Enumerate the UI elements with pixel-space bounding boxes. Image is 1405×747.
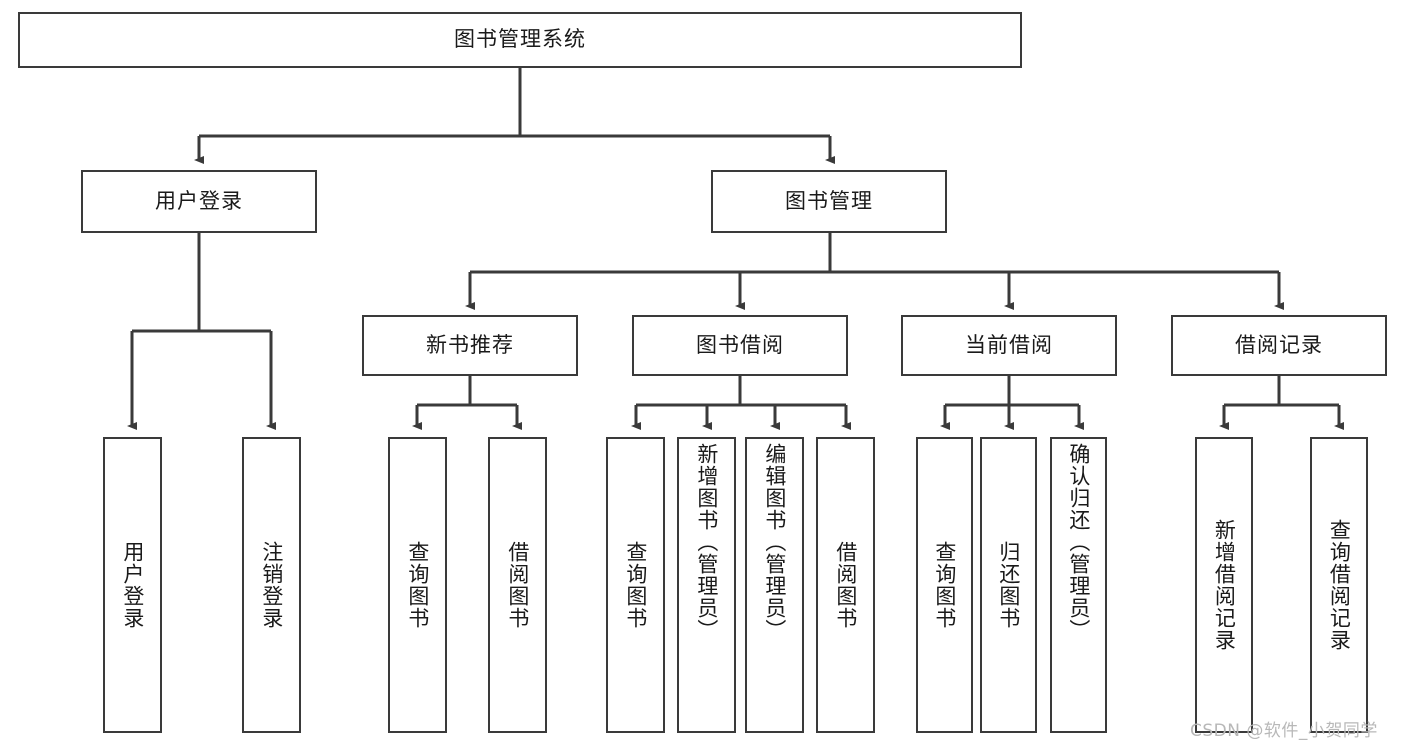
- leaf-return-book[interactable]: 归还图书: [980, 437, 1037, 733]
- node-label: 当前借阅: [965, 332, 1053, 357]
- node-label: 确认归还（管理员）: [1066, 443, 1091, 641]
- node-label: 编辑图书（管理员）: [762, 443, 787, 641]
- node-label: 借阅图书: [833, 541, 858, 629]
- node-label: 图书借阅: [696, 332, 784, 357]
- node-label: 图书管理: [785, 188, 873, 213]
- leaf-logout-login[interactable]: 注销登录: [242, 437, 301, 733]
- leaf-borrow-book[interactable]: 借阅图书: [816, 437, 875, 733]
- node-book-management[interactable]: 图书管理: [711, 170, 947, 233]
- node-book-borrow[interactable]: 图书借阅: [632, 315, 848, 376]
- leaf-add-borrow-record[interactable]: 新增借阅记录: [1195, 437, 1253, 733]
- leaf-add-book-admin[interactable]: 新增图书（管理员）: [677, 437, 736, 733]
- node-label: 用户登录: [155, 188, 243, 213]
- node-current-borrow[interactable]: 当前借阅: [901, 315, 1117, 376]
- leaf-borrow-book-recommend[interactable]: 借阅图书: [488, 437, 547, 733]
- node-label: 新增借阅记录: [1212, 519, 1237, 651]
- node-borrow-record[interactable]: 借阅记录: [1171, 315, 1387, 376]
- node-label: 归还图书: [996, 541, 1021, 629]
- node-label: 查询借阅记录: [1327, 519, 1352, 651]
- node-label: 借阅记录: [1235, 332, 1323, 357]
- node-user-login[interactable]: 用户登录: [81, 170, 317, 233]
- leaf-query-book-recommend[interactable]: 查询图书: [388, 437, 447, 733]
- node-label: 用户登录: [120, 541, 145, 629]
- node-label: 查询图书: [932, 541, 957, 629]
- leaf-user-login[interactable]: 用户登录: [103, 437, 162, 733]
- leaf-query-book-borrow[interactable]: 查询图书: [606, 437, 665, 733]
- node-label: 查询图书: [623, 541, 648, 629]
- node-label: 新书推荐: [426, 332, 514, 357]
- node-label: 借阅图书: [505, 541, 530, 629]
- leaf-edit-book-admin[interactable]: 编辑图书（管理员）: [745, 437, 804, 733]
- node-label: 图书管理系统: [454, 27, 586, 52]
- node-label: 注销登录: [259, 541, 284, 629]
- node-new-book-recommend[interactable]: 新书推荐: [362, 315, 578, 376]
- node-root-book-management-system[interactable]: 图书管理系统: [18, 12, 1022, 68]
- node-label: 查询图书: [405, 541, 430, 629]
- leaf-confirm-return-admin[interactable]: 确认归还（管理员）: [1050, 437, 1107, 733]
- leaf-query-borrow-record[interactable]: 查询借阅记录: [1310, 437, 1368, 733]
- leaf-query-book-current[interactable]: 查询图书: [916, 437, 973, 733]
- node-label: 新增图书（管理员）: [694, 443, 719, 641]
